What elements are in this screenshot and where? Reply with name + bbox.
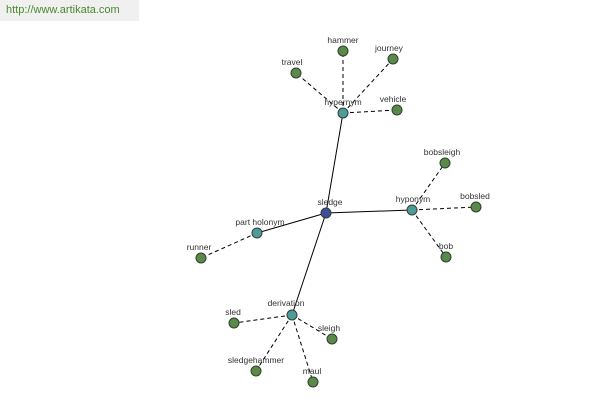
- node-bobsled[interactable]: [470, 201, 482, 213]
- node-sledge[interactable]: [320, 207, 332, 219]
- label-sled[interactable]: sled: [225, 307, 241, 317]
- edge-sledge-derivation: [291, 212, 327, 316]
- edge-hyponym-bobsled: [411, 206, 477, 211]
- label-sledge[interactable]: sledge: [317, 197, 342, 207]
- node-derivation[interactable]: [286, 309, 298, 321]
- edge-hypernym-travel: [295, 72, 344, 114]
- node-runner[interactable]: [195, 252, 207, 264]
- edge-derivation-maul: [291, 314, 314, 383]
- node-vehicle[interactable]: [391, 104, 403, 116]
- nodes: [195, 45, 482, 388]
- label-hyponym[interactable]: hyponym: [396, 194, 431, 204]
- label-sleigh[interactable]: sleigh: [318, 323, 340, 333]
- edge-derivation-sled: [233, 314, 293, 324]
- node-hypernym[interactable]: [337, 107, 349, 119]
- node-hammer[interactable]: [337, 45, 349, 57]
- label-vehicle[interactable]: vehicle: [380, 94, 407, 104]
- label-bobsled[interactable]: bobsled: [460, 191, 490, 201]
- label-maul[interactable]: maul: [303, 366, 322, 376]
- label-hammer[interactable]: hammer: [327, 35, 358, 45]
- edge-sledge-part-holonym: [256, 212, 327, 234]
- label-derivation[interactable]: derivation: [268, 298, 305, 308]
- edges: [200, 51, 477, 383]
- label-journey[interactable]: journey: [374, 43, 404, 53]
- node-hyponym[interactable]: [406, 204, 418, 216]
- label-bobsleigh[interactable]: bobsleigh: [424, 147, 461, 157]
- node-bobsleigh[interactable]: [439, 157, 451, 169]
- labels: hammerjourneytravelvehiclebobsleighbobsl…: [187, 35, 490, 376]
- node-bob[interactable]: [440, 251, 452, 263]
- edge-derivation-sleigh: [291, 314, 333, 340]
- edge-part-holonym-runner: [200, 232, 258, 259]
- edge-sledge-hyponym: [325, 209, 413, 214]
- edge-hypernym-journey: [342, 58, 394, 114]
- label-travel[interactable]: travel: [282, 57, 303, 67]
- node-maul[interactable]: [307, 376, 319, 388]
- label-sledgehammer[interactable]: sledgehammer: [228, 355, 284, 365]
- edge-sledge-hypernym: [325, 112, 344, 214]
- label-hypernym[interactable]: hypernym: [324, 97, 361, 107]
- label-part-holonym[interactable]: part holonym: [235, 217, 284, 227]
- node-sled[interactable]: [228, 317, 240, 329]
- label-runner[interactable]: runner: [187, 242, 212, 252]
- edge-hypernym-vehicle: [342, 109, 398, 114]
- edge-hyponym-bob: [411, 209, 447, 258]
- node-journey[interactable]: [387, 53, 399, 65]
- edge-hyponym-bobsleigh: [411, 162, 446, 211]
- node-sleigh[interactable]: [326, 333, 338, 345]
- label-bob[interactable]: bob: [439, 241, 453, 251]
- url-bar[interactable]: http://www.artikata.com: [0, 0, 139, 21]
- node-travel[interactable]: [290, 67, 302, 79]
- node-sledgehammer[interactable]: [250, 365, 262, 377]
- node-part-holonym[interactable]: [251, 227, 263, 239]
